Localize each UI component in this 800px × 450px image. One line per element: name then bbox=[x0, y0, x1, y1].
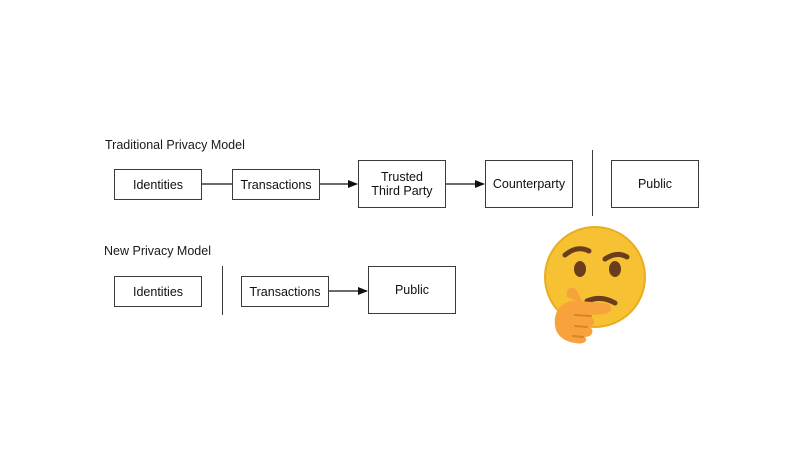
right-eye bbox=[609, 261, 621, 277]
new-transactions-box: Transactions bbox=[241, 276, 329, 307]
face-shading bbox=[544, 226, 646, 328]
new-identities-box: Identities bbox=[114, 276, 202, 307]
left-eye bbox=[574, 261, 586, 277]
traditional-public-box: Public bbox=[611, 160, 699, 208]
traditional-public-label: Public bbox=[637, 177, 673, 191]
mouth bbox=[584, 295, 618, 306]
trusted-third-party-box: Trusted Third Party bbox=[358, 160, 446, 208]
counterparty-box: Counterparty bbox=[485, 160, 573, 208]
traditional-transactions-label: Transactions bbox=[240, 177, 312, 192]
new-model-title: New Privacy Model bbox=[104, 244, 211, 258]
traditional-transactions-box: Transactions bbox=[232, 169, 320, 200]
new-public-label: Public bbox=[394, 283, 430, 297]
trusted-third-party-label: Trusted Third Party bbox=[371, 170, 433, 198]
new-identities-label: Identities bbox=[132, 284, 184, 299]
right-eyebrow bbox=[602, 251, 630, 262]
counterparty-label: Counterparty bbox=[492, 177, 566, 191]
traditional-identities-box: Identities bbox=[114, 169, 202, 200]
left-eyebrow bbox=[562, 246, 592, 258]
traditional-public-divider bbox=[592, 150, 593, 216]
traditional-identities-label: Identities bbox=[132, 177, 184, 192]
thinking-face-icon bbox=[544, 226, 646, 344]
hand bbox=[554, 287, 611, 344]
new-transactions-label: Transactions bbox=[249, 284, 321, 299]
new-identity-divider bbox=[222, 266, 223, 315]
new-public-box: Public bbox=[368, 266, 456, 314]
traditional-model-title: Traditional Privacy Model bbox=[105, 138, 245, 152]
